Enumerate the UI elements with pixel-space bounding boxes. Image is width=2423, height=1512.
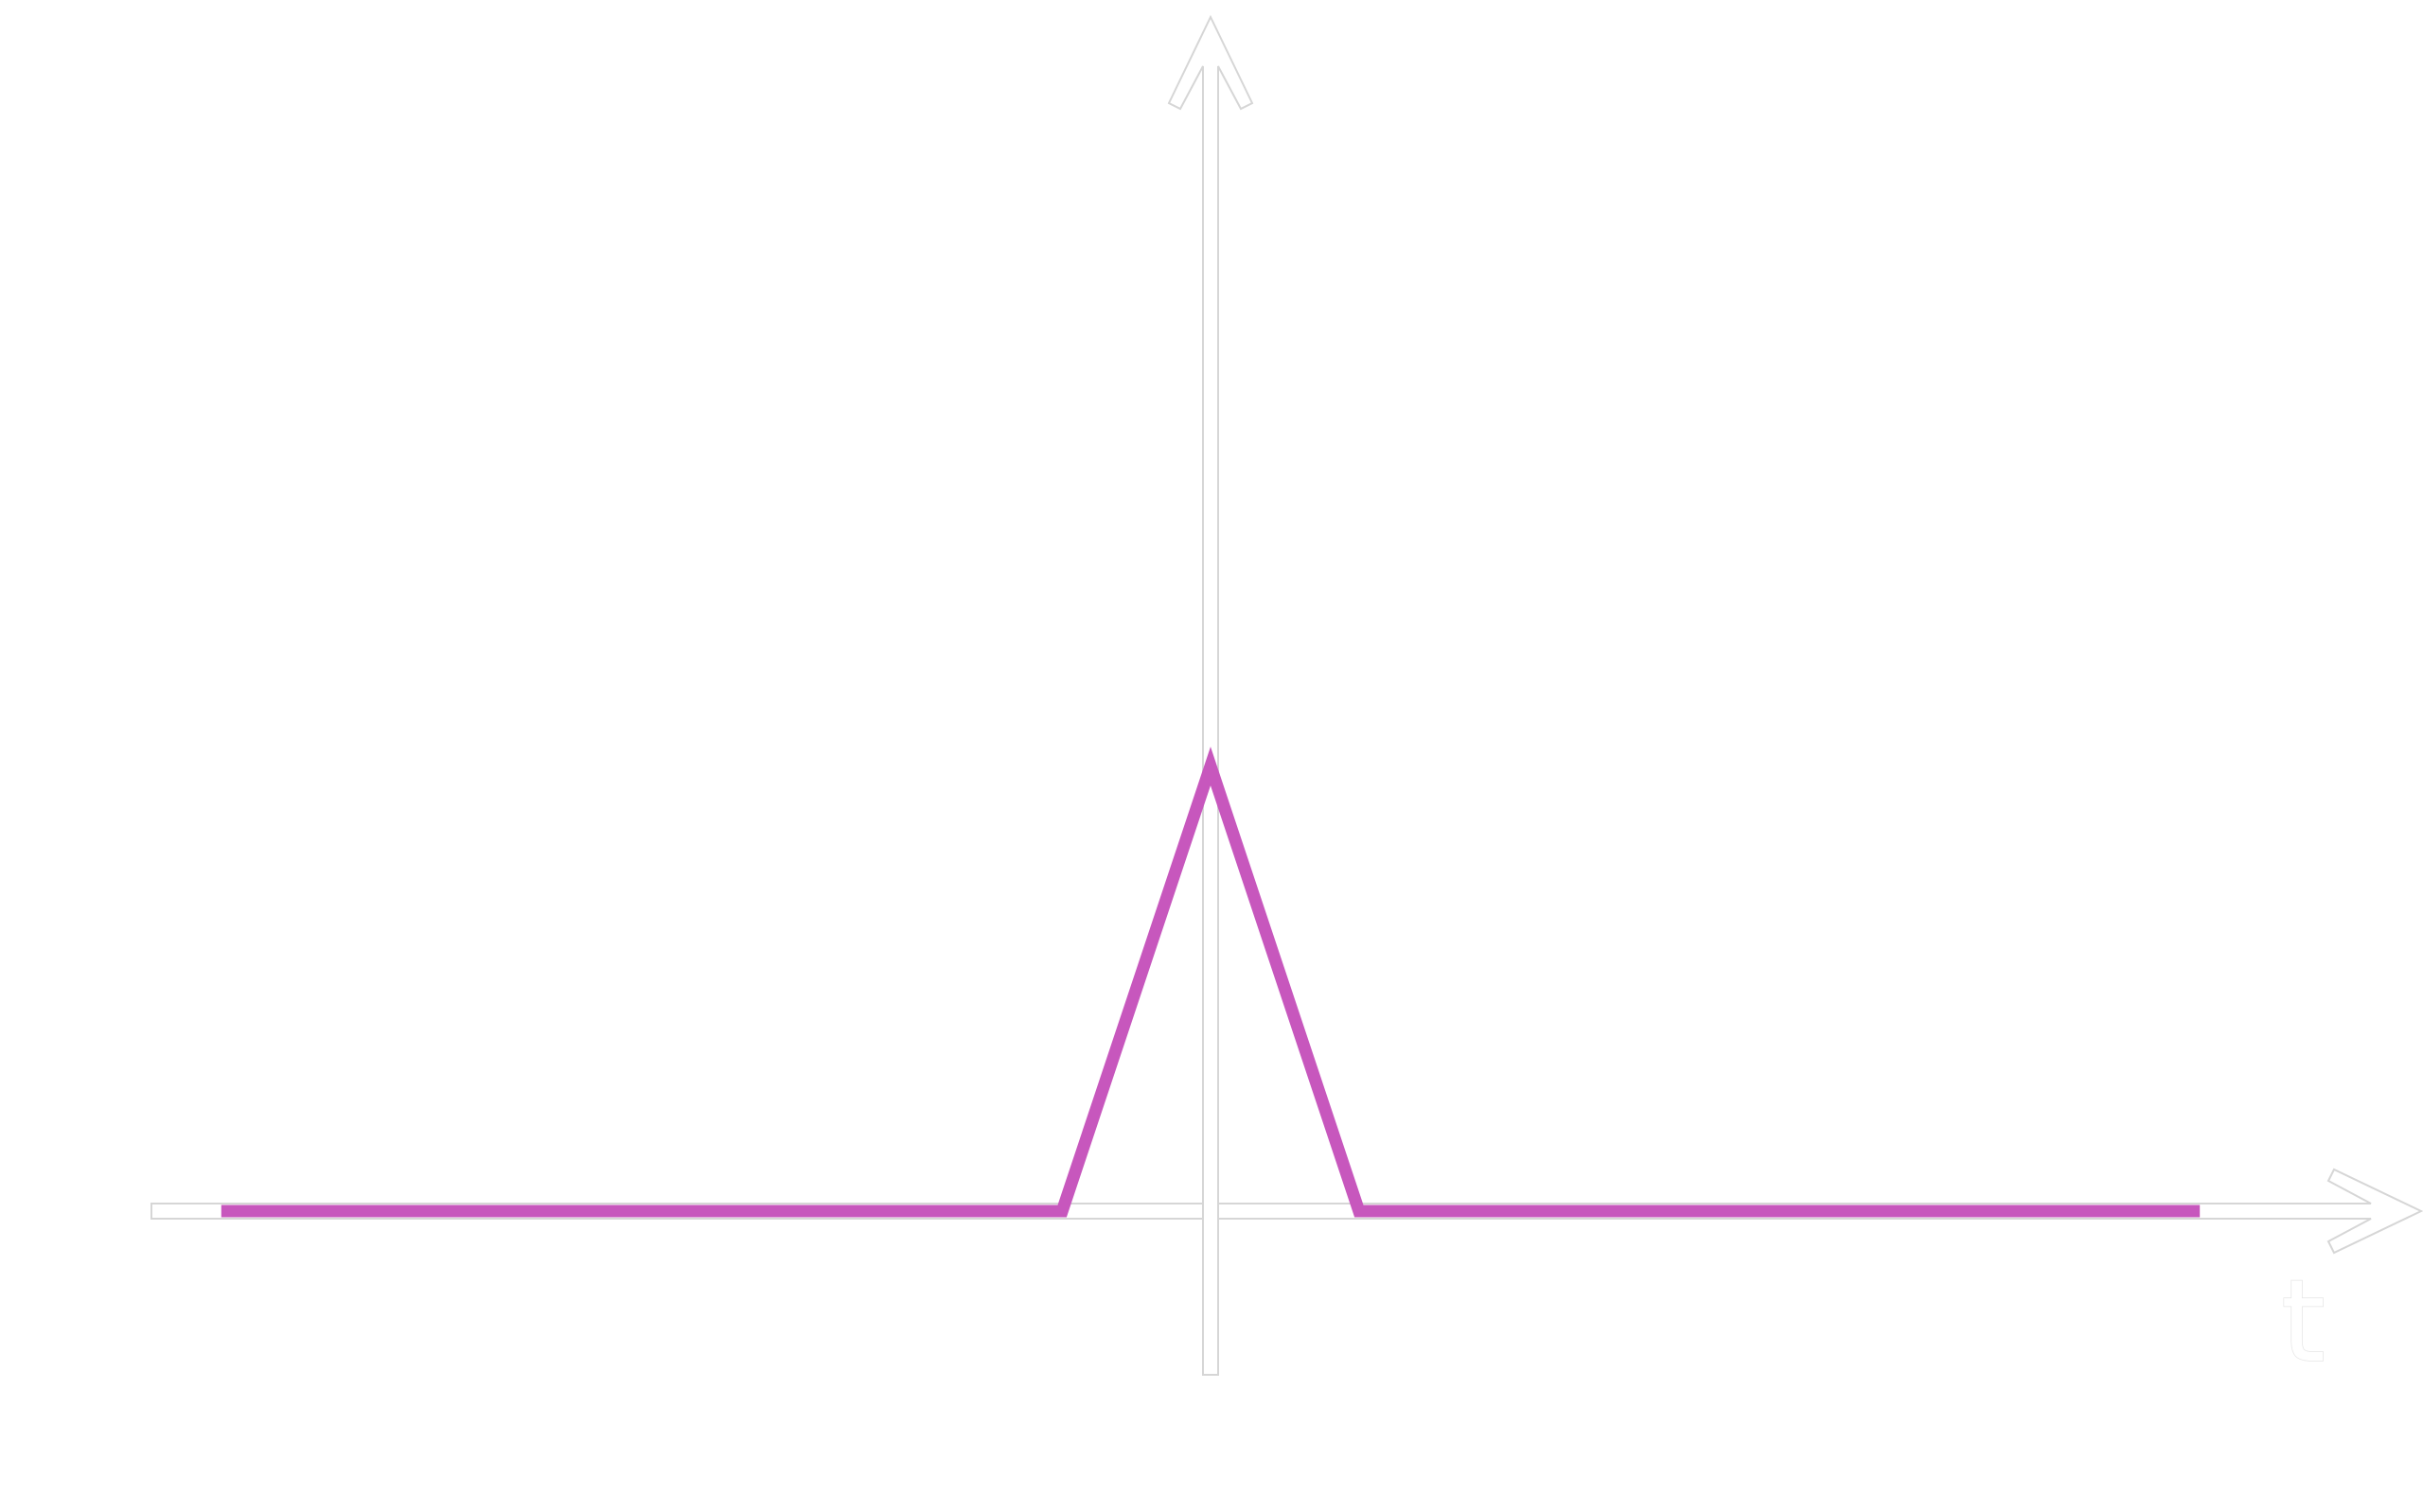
series-layer bbox=[221, 747, 2201, 1218]
x-axis-label: t bbox=[2281, 1257, 2326, 1388]
y-axis-arrow bbox=[1167, 14, 1254, 1376]
series-line-0 bbox=[221, 747, 2201, 1218]
x-axis-arrow bbox=[150, 1168, 2423, 1255]
